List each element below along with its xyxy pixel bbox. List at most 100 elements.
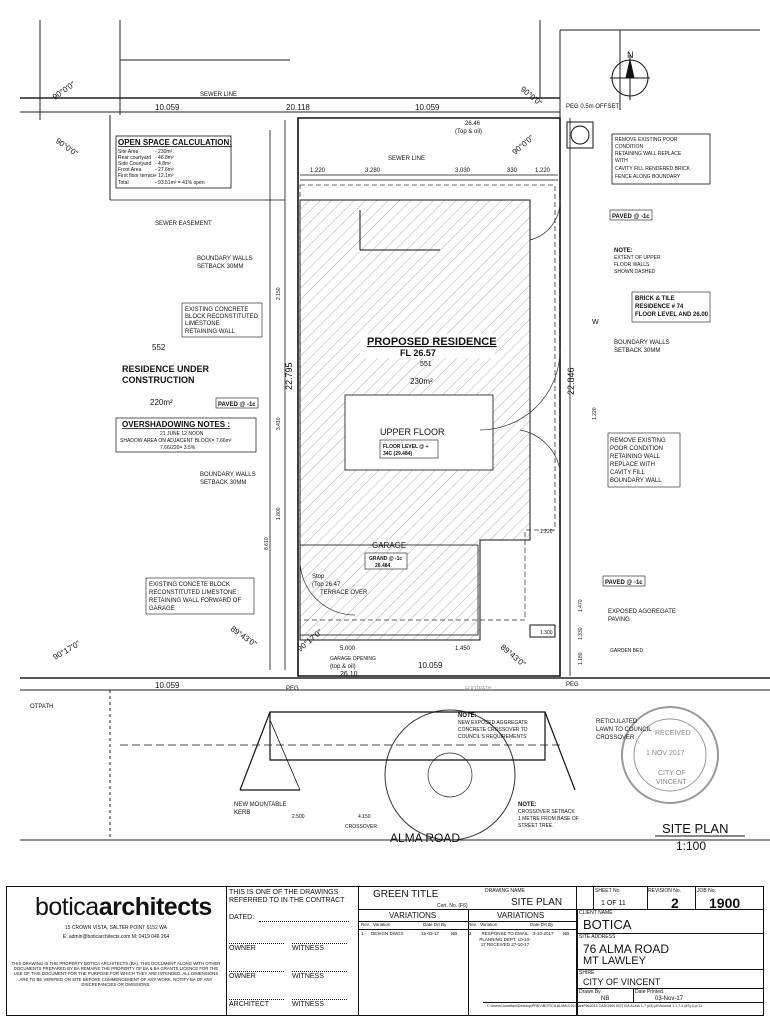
crossover-note: CROSSOVER SETBACK 1 METRE FROM BASE OF S… <box>518 809 579 829</box>
company-address: 15 CROWN VISTA, SALTER POINT 6152 WA <box>64 925 168 931</box>
footpath-label-2: OTPATH <box>30 704 53 710</box>
misc-dim-5: 1.220 <box>592 407 598 420</box>
site-address-2: MT LAWLEY <box>583 955 646 967</box>
crossover-label: CROSSOVER <box>345 824 377 830</box>
top-level-3-value: 26.10 <box>340 671 358 678</box>
dim-top-left: 10.059 <box>155 103 180 112</box>
svg-text:KERB: KERB <box>234 810 250 816</box>
svg-text:RETAINING WALL: RETAINING WALL <box>610 454 661 460</box>
angle-bl-2: 89°43'0" <box>229 624 259 649</box>
svg-text:- 93.51m² = 41% open: - 93.51m² = 41% open <box>155 180 205 186</box>
crossover <box>120 711 576 791</box>
svg-text:REMOVE EXISTING: REMOVE EXISTING <box>610 438 666 444</box>
svg-text:21 JUNE 12 NOON: 21 JUNE 12 NOON <box>160 431 204 437</box>
svg-text:SETBACK 30MM: SETBACK 30MM <box>200 480 246 486</box>
company-logo: boticaarchitects <box>35 893 212 921</box>
lot-boundary <box>110 117 571 677</box>
svg-text:POOR CONDITION: POOR CONDITION <box>610 446 663 452</box>
misc-dim-7: 1.330 <box>578 627 584 640</box>
dim-5000: 5.000 <box>340 646 356 652</box>
witness-label: WITNESS <box>292 945 324 952</box>
terrace-label: TERRACE OVER <box>320 590 368 596</box>
drawing-name: SITE PLAN <box>511 897 563 908</box>
file-path: C:\Users\Jonathan\Desktop\PREV\BOTICA AL… <box>487 1004 703 1008</box>
exposed-label-1: EXPOSED AGGREGATE <box>608 609 676 615</box>
angle-tl-2: 90°0'0" <box>54 136 80 158</box>
area-left: 220m² <box>150 398 173 407</box>
misc-dim-8: 1.180 <box>578 652 584 665</box>
misc-dim-6: 1.470 <box>578 599 584 612</box>
variations-cell: GREEN TITLE Cert. No. (F6) VARIATIONS VA… <box>359 887 577 1015</box>
svg-text:EXISTING CONCRETE: EXISTING CONCRETE <box>185 307 248 313</box>
boundary-walls-note-1: BOUNDARY WALLS SETBACK 30MM <box>197 256 253 270</box>
dim-right: 22.846 <box>566 367 576 395</box>
top-level-2: (Top 26.47 <box>312 582 341 588</box>
garage-opening-label: GARAGE OPENING <box>330 656 376 662</box>
svg-text:- 12.1m²: - 12.1m² <box>155 173 174 179</box>
boundary-walls-note-2: BOUNDARY WALLS SETBACK 30MM <box>614 340 670 354</box>
svg-text:SHOWN DASHED: SHOWN DASHED <box>614 269 656 275</box>
svg-text:COUNCIL'S REQUIREMENTS: COUNCIL'S REQUIREMENTS <box>458 734 527 740</box>
brick-tile-note: BRICK & TILE RESIDENCE # 74 FLOOR LEVEL … <box>635 296 709 318</box>
peg-bl: PEG <box>286 686 299 692</box>
exposed-label-2: PAVING <box>608 617 630 623</box>
owner-label-2: OWNER <box>229 973 256 980</box>
paved-label-3: PAVED @ -1c <box>605 580 643 586</box>
contract-cell: THIS IS ONE OF THE DRAWINGS REFERRED TO … <box>227 887 359 1015</box>
dim-2500: 2.500 <box>292 814 305 820</box>
building-footprint <box>299 184 556 641</box>
residence-under-2: CONSTRUCTION <box>122 375 195 385</box>
alma-road-label: ALMA ROAD <box>390 831 460 845</box>
job-value: 1900 <box>709 895 741 911</box>
angle-bl-1: 90°17'0" <box>52 639 82 662</box>
cert-label: Cert. No. (F6) <box>437 903 468 909</box>
dims-row-0: 1.220 <box>310 168 326 174</box>
note-upper-floor: EXTENT OF UPPER FLOOR WALLS SHOWN DASHED <box>614 255 661 275</box>
peg-circle <box>570 125 590 145</box>
shire-value: CITY OF VINCENT <box>583 977 661 987</box>
var-header-rev: Rev. <box>361 922 370 927</box>
svg-text:LAWN TO COUNCIL: LAWN TO COUNCIL <box>596 727 652 733</box>
upper-floor-level-2: 34C (29.484) <box>383 451 413 457</box>
stamp-city: CITY OF <box>658 770 685 777</box>
svg-text:CONCRETE CROSSOVER TO: CONCRETE CROSSOVER TO <box>458 727 528 733</box>
drawn-value: NB <box>601 996 610 1002</box>
crossover-note-title: NOTE: <box>518 802 537 808</box>
svg-text:SETBACK 30MM: SETBACK 30MM <box>197 264 243 270</box>
upper-floor-label: UPPER FLOOR <box>380 427 445 437</box>
site-address-1: 76 ALMA ROAD <box>583 942 670 956</box>
dim-4150: 4.150 <box>358 814 371 820</box>
witness-label-3: WITNESS <box>292 1001 324 1008</box>
svg-text:EXTENT OF UPPER: EXTENT OF UPPER <box>614 255 661 261</box>
svg-text:GARAGE: GARAGE <box>149 606 175 612</box>
residence-under-1: RESIDENCE UNDER <box>122 364 210 374</box>
svg-text:LIMESTONE: LIMESTONE <box>185 321 220 327</box>
lot-main-number: 551 <box>420 361 432 368</box>
note-upper-title: NOTE: <box>614 248 633 254</box>
var-header-date: Date Drt By <box>423 922 447 927</box>
svg-text:- 4.8m²: - 4.8m² <box>155 161 171 167</box>
witness-label-2: WITNESS <box>292 973 324 980</box>
area-main: 230m² <box>410 377 433 386</box>
remove-existing-note: REMOVE EXISTING POOR CONDITION RETAINING… <box>610 438 666 484</box>
svg-text:REMOVE EXISTING POOR: REMOVE EXISTING POOR <box>615 137 678 143</box>
svg-text:NEW EXPOSED AGGREGATE: NEW EXPOSED AGGREGATE <box>458 720 528 726</box>
top-level-value: 26.46 <box>465 121 481 127</box>
svg-text:NEW MOUNTABLE: NEW MOUNTABLE <box>234 802 287 808</box>
new-exposed-title: NOTE: <box>458 713 477 719</box>
svg-text:- 46.8m²: - 46.8m² <box>155 155 174 161</box>
svg-text:RESIDENCE # 74: RESIDENCE # 74 <box>635 304 684 310</box>
svg-text:1 METRE FROM BASE OF: 1 METRE FROM BASE OF <box>518 816 579 822</box>
variations-header-right: VARIATIONS <box>497 911 545 920</box>
svg-text:CROSSOVER SETBACK: CROSSOVER SETBACK <box>518 809 575 815</box>
door-swings <box>299 199 561 841</box>
svg-text:CONDITION: CONDITION <box>615 144 643 150</box>
svg-text:- 230m²: - 230m² <box>155 149 173 155</box>
title-block: boticaarchitects 15 CROWN VISTA, SALTER … <box>6 886 764 1016</box>
misc-dim-3: 8.610 <box>264 537 270 550</box>
contract-note: THIS IS ONE OF THE DRAWINGS REFERRED TO … <box>229 889 345 904</box>
dim-left: 22.795 <box>284 362 294 390</box>
new-mountable-note: NEW MOUNTABLE KERB <box>234 802 287 816</box>
drawing-name-label: DRAWING NAME <box>485 888 525 894</box>
client-label: CLIENT NAME <box>579 910 613 916</box>
